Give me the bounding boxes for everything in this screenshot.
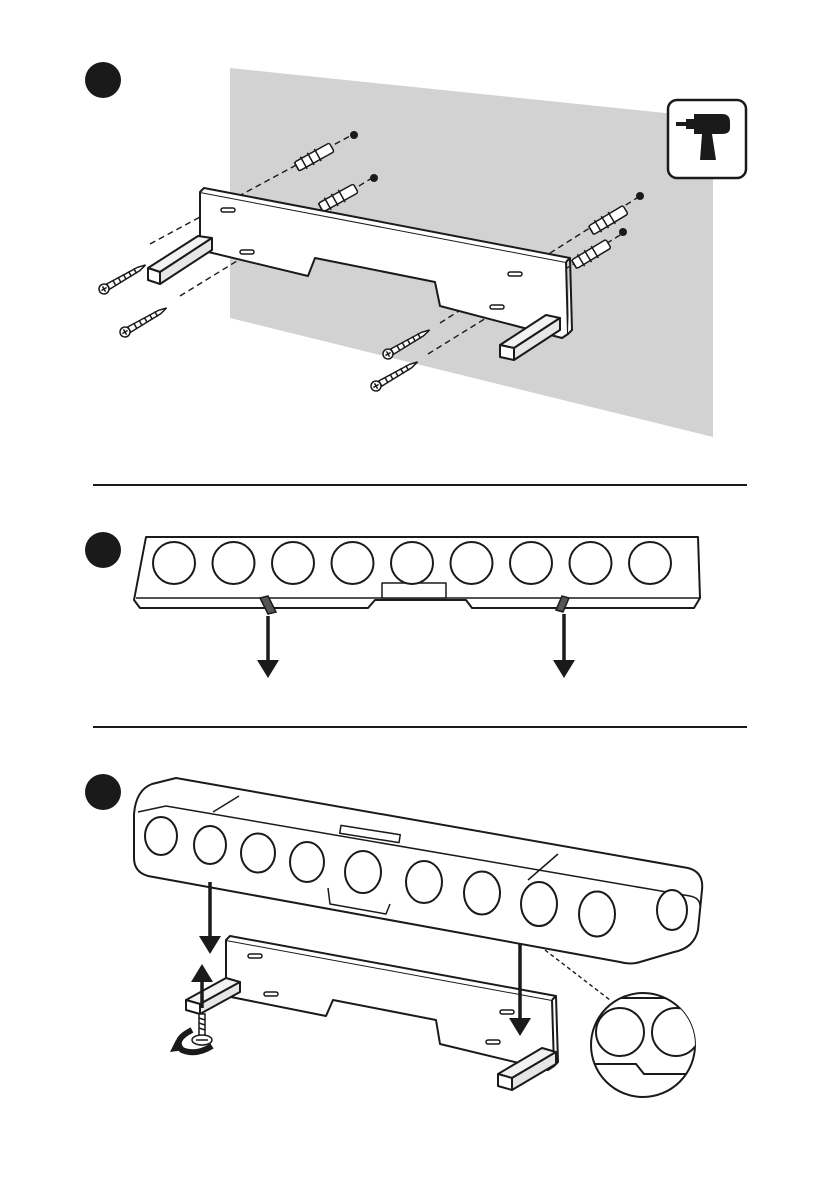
speaker-driver	[332, 542, 374, 584]
speaker-driver	[290, 842, 324, 882]
speaker-driver	[345, 851, 381, 893]
speaker-driver	[579, 892, 615, 937]
step-2-panel	[85, 532, 700, 678]
speaker-driver	[391, 542, 433, 584]
speaker-driver	[406, 861, 442, 903]
zoom-detail-icon	[545, 950, 700, 1097]
speaker-driver	[451, 542, 493, 584]
arrow-down-icon	[257, 614, 575, 678]
speaker-driver	[241, 834, 275, 873]
step-3-panel	[85, 774, 702, 1097]
speaker-driver	[194, 826, 226, 864]
drill-icon	[668, 100, 746, 178]
speaker-driver	[272, 542, 314, 584]
step-2-badge	[85, 532, 121, 568]
speaker-driver	[464, 872, 500, 915]
speaker-driver	[521, 882, 557, 926]
speaker-driver	[145, 817, 177, 855]
step-1-panel	[85, 62, 746, 437]
wall-bracket	[226, 936, 558, 1070]
bracket-foot-left	[186, 978, 240, 1014]
step-1-badge	[85, 62, 121, 98]
thumb-screw	[192, 1014, 212, 1045]
speaker-driver	[570, 542, 612, 584]
speaker-driver	[213, 542, 255, 584]
speaker-driver	[657, 890, 687, 930]
speaker-driver	[510, 542, 552, 584]
step-3-badge	[85, 774, 121, 810]
speaker-driver	[629, 542, 671, 584]
speaker-driver	[153, 542, 195, 584]
bracket-foot-left	[148, 236, 212, 284]
speaker-grille-row	[153, 542, 671, 584]
